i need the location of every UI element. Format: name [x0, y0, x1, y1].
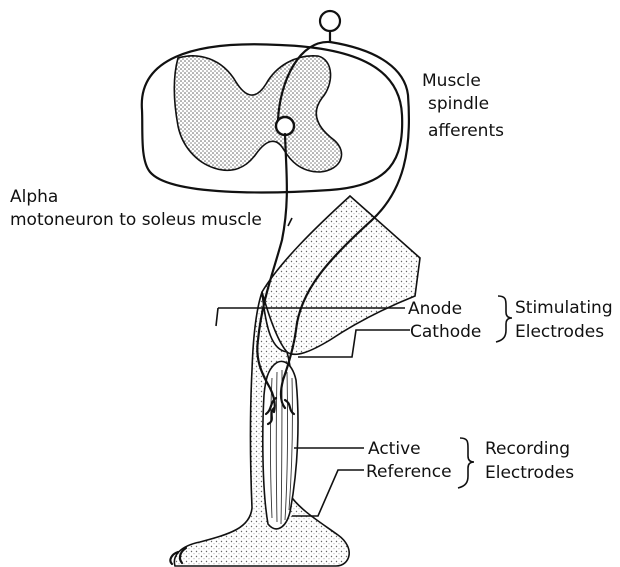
stimulating-label: Stimulating: [515, 298, 613, 318]
reference-label: Reference: [366, 462, 452, 482]
recording-brace: [458, 438, 474, 488]
muscle-spindle-label-line1: Muscle: [422, 71, 481, 91]
dorsal-root-ganglion: [320, 11, 340, 31]
muscle-spindle-label-line2: spindle: [428, 94, 489, 114]
active-label: Active: [368, 439, 421, 459]
alpha-label-line1: Alpha: [10, 187, 58, 207]
alpha-label-line2: motoneuron to soleus muscle: [10, 210, 262, 230]
gray-matter: [174, 56, 341, 172]
motoneuron-cell: [276, 117, 294, 135]
alpha-leader: [288, 218, 292, 226]
recording-label: Recording: [485, 439, 570, 459]
anode-leader-tick: [216, 308, 218, 326]
cathode-label: Cathode: [410, 322, 481, 342]
anode-label: Anode: [408, 299, 462, 319]
stimulating-brace: [496, 296, 512, 342]
leg: [170, 196, 420, 566]
recording-electrodes-label: Electrodes: [485, 463, 574, 483]
spinal-cord: [142, 44, 402, 192]
stimulating-electrodes-label: Electrodes: [515, 322, 604, 342]
muscle-spindle-label-line3: afferents: [428, 121, 504, 141]
